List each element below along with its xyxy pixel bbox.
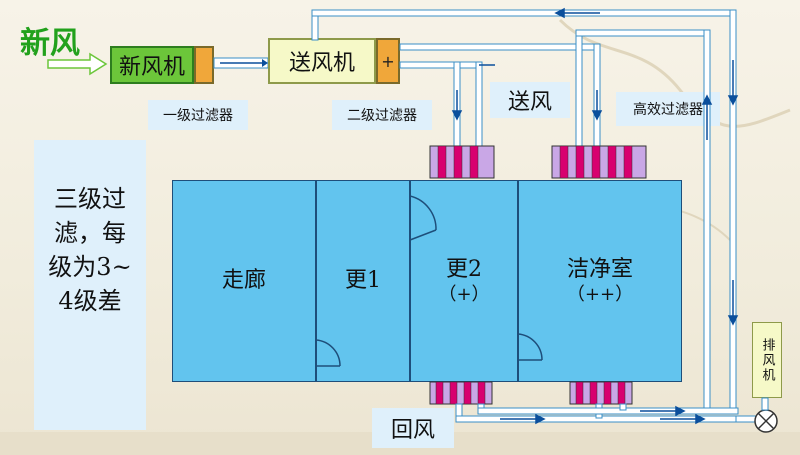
return-grille-change2 xyxy=(429,381,493,405)
door-change2-cleanroom xyxy=(517,333,543,361)
room-cleanroom-label: 洁净室 xyxy=(566,257,633,282)
door-change1-change2 xyxy=(409,195,437,241)
return-grille-cleanroom xyxy=(569,381,633,405)
return-air-label: 回风 xyxy=(372,408,454,448)
room-cleanroom-pressure: （++） xyxy=(566,283,634,305)
fresh-air-unit-label: 新风机 xyxy=(118,55,185,80)
filtration-note-text: 三级过滤，每级为3~4级差 xyxy=(48,185,132,315)
primary-filter-label: 一级过滤器 xyxy=(148,100,248,130)
door-corridor-change1 xyxy=(315,339,341,367)
secondary-filter-label: 二级过滤器 xyxy=(332,100,432,130)
supply-fan-motor: + xyxy=(376,38,400,84)
filter-change2-top xyxy=(429,145,495,179)
exhaust-fan-label: 排风机 xyxy=(759,337,775,383)
supply-air-label: 送风 xyxy=(490,82,570,118)
room-change1: 更1 xyxy=(316,180,410,382)
room-corridor-label: 走廊 xyxy=(221,268,266,294)
supply-fan: 送风机 xyxy=(268,38,376,84)
supply-fan-mark: + xyxy=(381,51,395,71)
fresh-air-title: 新风 xyxy=(20,26,80,61)
room-corridor: 走廊 xyxy=(172,180,316,382)
hepa-filter-label: 高效过滤器 xyxy=(616,92,720,126)
room-change2-label: 更2 xyxy=(446,257,482,282)
exhaust-fan: 排风机 xyxy=(752,322,782,398)
fresh-air-unit-fan xyxy=(194,46,214,84)
room-change2: 更2 （+） xyxy=(410,180,518,382)
filter-cleanroom-top xyxy=(551,145,647,179)
room-change2-pressure: （+） xyxy=(438,283,490,305)
fresh-air-unit: 新风机 xyxy=(110,46,194,84)
filtration-note: 三级过滤，每级为3~4级差 xyxy=(34,140,146,430)
room-change1-label: 更1 xyxy=(345,268,381,294)
supply-fan-label: 送风机 xyxy=(288,51,355,76)
room-cleanroom: 洁净室 （++） xyxy=(518,180,682,382)
